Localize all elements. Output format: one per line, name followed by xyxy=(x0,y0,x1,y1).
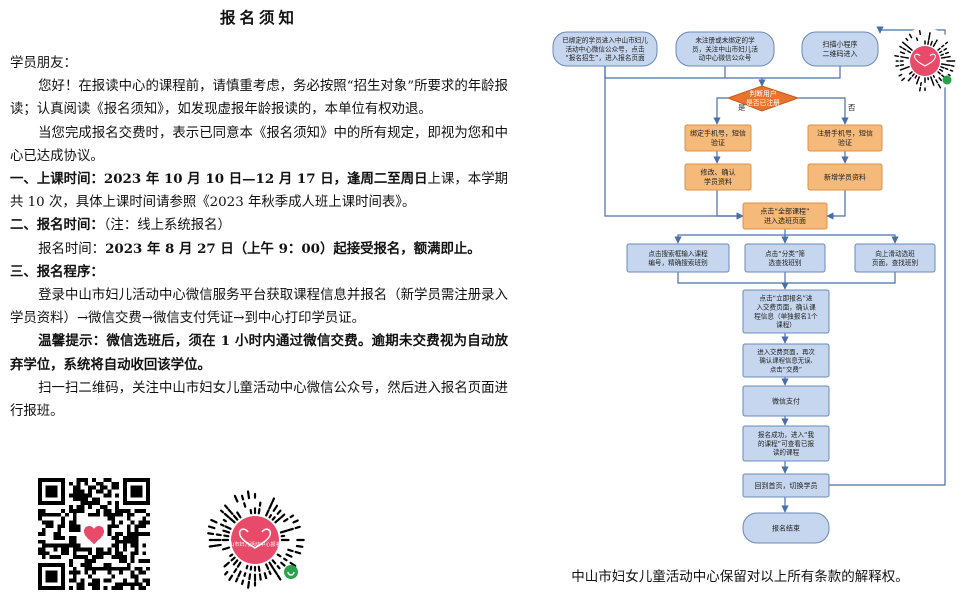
flow-node-text: 进入交费页面，再次 xyxy=(757,347,815,356)
mini-program-code: 中山市妇儿活动中心报名处 xyxy=(203,488,307,592)
notice-text-column: 报名须知 学员朋友： 您好！在报读中心的课程前，请慎重考虑，务必按照“招生对象”… xyxy=(10,0,508,423)
section-2-line: 报名时间：2023 年 8 月 27 日（上午 9：00）起接受报名，额满即止。 xyxy=(10,238,508,261)
flow-node-text: 报名结束 xyxy=(772,523,800,532)
logo-text: 中山市妇儿活动中心报名处 xyxy=(224,540,286,548)
scan-instruction: 扫一扫二维码，关注中山市妇女儿童活动中心微信公众号，然后进入报名页面进行报班。 xyxy=(10,380,508,420)
flow-node-text: 判断用户 xyxy=(749,89,776,98)
flow-node-text: 修改、确认 xyxy=(701,168,736,177)
flow-node-text: 活动中心微信公众号，点击 xyxy=(565,44,645,53)
flow-node-wechat-pay: 微信支付 xyxy=(742,385,830,417)
flow-node-text: 点击“立即报名”进 xyxy=(760,293,813,302)
flow-node-text: 向上滑动选班 xyxy=(875,249,915,258)
flow-node-back: 回到首页，切换学员 xyxy=(742,473,830,498)
flow-node-text: “报名招生”，进入报名页面 xyxy=(565,53,645,62)
flow-node-text: 验证 xyxy=(711,138,725,147)
tip: 温馨提示：微信选班后，须在 1 小时内通过微信交费。逾期未交费视为自动放弃学位，… xyxy=(10,333,508,373)
flow-node-text: 选查找班别 xyxy=(769,258,802,267)
registration-flowchart: 已绑定的学员进入中山市妇儿活动中心微信公众号，点击“报名招生”，进入报名页面未注… xyxy=(552,26,946,544)
section-1-heading: 一、上课时间： xyxy=(10,171,104,188)
flow-node-add: 新增学员资料 xyxy=(807,163,883,191)
flow-node-text: 员，关注中山市妇儿活 xyxy=(692,44,758,53)
flow-node-text: 是否已注册 xyxy=(746,98,780,107)
notice-title: 报名须知 xyxy=(219,8,298,27)
footer-disclaimer: 中山市妇女儿童活动中心保留对以上所有条款的解释权。 xyxy=(571,569,909,585)
flow-node-text: 新增学员资料 xyxy=(824,172,866,181)
flow-node-text: 点击“交费” xyxy=(770,364,802,373)
section-1-dates: 2023 年 10 月 10 日—12 月 17 日，逢周二至周日 xyxy=(103,171,428,188)
section-class-time: 一、上课时间：2023 年 10 月 10 日—12 月 17 日，逢周二至周日… xyxy=(10,168,508,214)
flow-node-text: 学员资料 xyxy=(704,177,732,186)
flow-node-text: 报名成功，进入“我 xyxy=(758,430,815,439)
section-3-heading: 三、报名程序： xyxy=(10,263,104,280)
decision-label-yes: 是 xyxy=(738,103,746,112)
paragraph-1: 您好！在报读中心的课程前，请慎重考虑，务必按照“招生对象”所要求的年龄报读；认真… xyxy=(10,79,508,118)
flow-node-text: 页面，查找班别 xyxy=(872,258,919,267)
flow-node-text: 进入选班页面 xyxy=(764,216,806,225)
flow-node-text: 编号，精确搜索班别 xyxy=(648,258,708,267)
flow-node-text: 回到首页，切换学员 xyxy=(755,481,818,490)
flow-node-text: 入交费页面，确认课 xyxy=(756,302,816,311)
section-2-note: （注：线上系统报名） xyxy=(103,218,231,234)
flow-node-all-courses: 点击“全部课程”进入选班页面 xyxy=(742,202,828,230)
wechat-badge-icon xyxy=(284,565,298,579)
flow-node-text: 绑定手机号，短信 xyxy=(690,129,746,138)
flow-node-text: 扫描小程序 xyxy=(823,40,858,49)
flow-node-text: 点击搜索框输入课程 xyxy=(648,249,708,258)
flow-node-text: 动中心微信公众号 xyxy=(699,53,752,62)
section-2-heading: 二、报名时间： xyxy=(10,217,104,234)
center-logo xyxy=(231,516,279,564)
flow-node-text: 确认课程信息无误, xyxy=(759,356,812,365)
section-3-text: 登录中山市妇儿活动中心微信服务平台获取课程信息并报名（新学员需注册录入学员资料）… xyxy=(10,288,508,327)
flow-node-text: 已绑定的学员进入中山市妇儿 xyxy=(562,35,648,44)
heart-logo-icon xyxy=(83,526,105,545)
small-mini-program-code xyxy=(892,28,958,94)
section-enroll-time: 二、报名时间：（注：线上系统报名） xyxy=(10,214,508,237)
flow-node-text: 注册手机号，短信 xyxy=(817,129,873,138)
flow-node-text: 二维码进入 xyxy=(823,49,858,58)
flow-node-end: 报名结束 xyxy=(742,512,830,544)
section-2-prefix: 报名时间： xyxy=(38,241,106,257)
flow-node-text: 点击“全部课程” xyxy=(760,207,809,216)
flow-node-text: 程信息（单独报名1个 xyxy=(754,311,818,320)
decision-label-no: 否 xyxy=(848,103,856,112)
paragraph-2: 当您完成报名交费时，表示已同意本《报名须知》中的所有规定，即视为您和中心已达成协… xyxy=(10,125,508,164)
flow-node-text: 未注册或未绑定的学 xyxy=(695,35,755,44)
flow-node-text: 的课程”可查看已报 xyxy=(758,439,815,448)
flow-node-text: 点击“分类”筛 xyxy=(765,249,805,258)
flow-node-text: 读的课程 xyxy=(773,448,800,457)
flow-node-text: 课程） xyxy=(776,320,796,329)
flow-node-text: 验证 xyxy=(838,138,852,147)
section-1-text: 上课，本学期共 10 次，具体上课时间请参照《2023 年秋季成人班上课时间表》… xyxy=(10,172,509,211)
wechat-qr-code xyxy=(38,478,150,590)
section-2-date: 2023 年 8 月 27 日（上午 9：00）起接受报名，额满即止。 xyxy=(105,240,481,257)
greeting: 学员朋友： xyxy=(10,56,77,71)
flow-node-text: 微信支付 xyxy=(772,396,800,405)
